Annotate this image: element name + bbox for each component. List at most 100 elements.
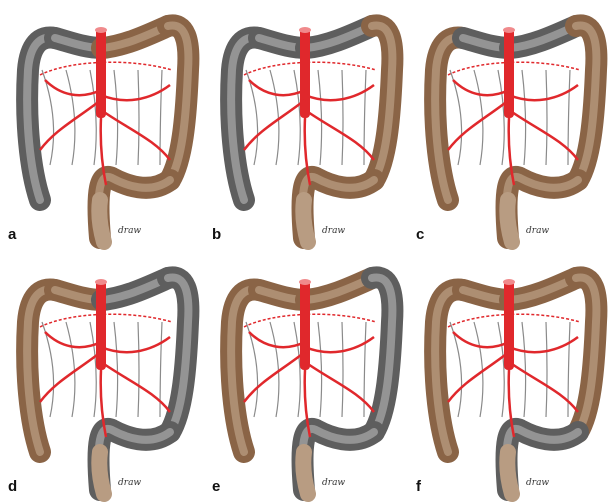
panel-label: d <box>8 478 18 495</box>
ascending-colon <box>220 26 270 211</box>
descending-colon-highlight <box>572 273 601 436</box>
descending-colon-highlight <box>572 21 601 184</box>
mesenteric-vessel <box>341 69 344 166</box>
artery-branch <box>507 369 516 438</box>
aorta <box>504 28 514 118</box>
descending-colon <box>361 266 404 443</box>
marginal-artery <box>447 61 581 76</box>
colon-diagram <box>220 14 404 250</box>
mesenteric-vessel <box>497 321 505 418</box>
mesenteric-vessel <box>363 321 367 418</box>
panel-label: a <box>8 226 17 243</box>
ascending-colon-highlight <box>227 33 263 204</box>
mesenteric-vessel <box>137 69 140 166</box>
artery-branch <box>44 79 102 97</box>
artery-branch <box>248 79 306 97</box>
aorta-top <box>95 27 107 33</box>
ascending-colon-highlight <box>23 285 59 456</box>
mesenteric-vessel <box>545 69 548 166</box>
artery-branch <box>243 99 306 151</box>
ascending-colon <box>424 278 474 463</box>
rectum <box>499 444 520 502</box>
aorta-top <box>299 279 311 285</box>
colon-diagram <box>16 14 200 250</box>
artery-branch <box>304 335 375 354</box>
rectum <box>295 192 316 250</box>
artery-branch <box>39 99 102 151</box>
mesenteric-vessel <box>269 321 280 418</box>
mesenteric-vessel <box>317 69 323 166</box>
artery-branch <box>452 331 510 349</box>
colon-diagram <box>16 266 200 502</box>
artery-branch <box>100 83 171 102</box>
colon-diagram <box>424 14 608 250</box>
mesenteric-vessel <box>293 69 301 166</box>
aorta-top <box>503 27 515 33</box>
artist-signature: draw <box>118 226 142 236</box>
marginal-artery <box>243 61 377 76</box>
marginal-artery <box>39 313 173 328</box>
descending-colon <box>361 14 404 191</box>
descending-colon-highlight <box>164 21 193 184</box>
mesenteric-vessel <box>65 69 76 166</box>
artery-branch <box>243 351 306 403</box>
mesenteric-vessel <box>137 321 140 418</box>
ascending-colon <box>220 278 270 463</box>
panel-a: a draw <box>0 0 204 251</box>
panel-label: c <box>416 226 425 243</box>
artery-branch <box>99 117 108 186</box>
artist-signature: draw <box>526 226 550 236</box>
panel-e: e draw <box>204 252 408 503</box>
mesenteric-vessel <box>113 321 119 418</box>
artery-branch <box>507 117 516 186</box>
artery-branch <box>100 108 171 161</box>
artist-signature: draw <box>526 478 550 488</box>
colon-diagram <box>424 266 608 502</box>
marginal-artery <box>243 313 377 328</box>
panel-d: d draw <box>0 252 204 503</box>
artery-branch <box>303 369 312 438</box>
artery-branch <box>100 360 171 413</box>
aorta-top <box>503 279 515 285</box>
aorta <box>96 28 106 118</box>
artery-branch <box>100 335 171 354</box>
artery-branch <box>39 351 102 403</box>
panel-b: b draw <box>204 0 408 251</box>
aorta-top <box>95 279 107 285</box>
descending-colon <box>565 266 608 443</box>
mesenteric-vessel <box>521 69 527 166</box>
artery-branch <box>452 79 510 97</box>
artery-branch <box>303 117 312 186</box>
panel-label: e <box>212 478 221 495</box>
mesenteric-vessel <box>269 69 280 166</box>
mesenteric-vessel <box>545 321 548 418</box>
ascending-colon <box>16 26 66 211</box>
artery-branch <box>248 331 306 349</box>
ascending-colon-highlight <box>23 33 59 204</box>
marginal-artery <box>447 313 581 328</box>
mesenteric-vessel <box>65 321 76 418</box>
mesenteric-vessel <box>317 321 323 418</box>
ascending-colon-highlight <box>227 285 263 456</box>
aorta-top <box>299 27 311 33</box>
marginal-artery <box>39 61 173 76</box>
mesenteric-vessel <box>567 69 571 166</box>
descending-colon-highlight <box>368 21 397 184</box>
artery-branch <box>447 99 510 151</box>
mesenteric-vessel <box>293 321 301 418</box>
mesenteric-vessel <box>521 321 527 418</box>
mesenteric-vessel <box>473 321 484 418</box>
mesenteric-vessel <box>89 321 97 418</box>
artery-branch <box>99 369 108 438</box>
panel-label: f <box>416 478 421 495</box>
artist-signature: draw <box>118 478 142 488</box>
rectum <box>295 444 316 502</box>
panel-c: c draw <box>408 0 612 251</box>
ascending-colon-highlight <box>431 33 467 204</box>
mesenteric-vessel <box>341 321 344 418</box>
mesenteric-vessel <box>159 69 163 166</box>
artery-branch <box>304 108 375 161</box>
artist-signature: draw <box>322 226 346 236</box>
descending-colon-highlight <box>164 273 193 436</box>
